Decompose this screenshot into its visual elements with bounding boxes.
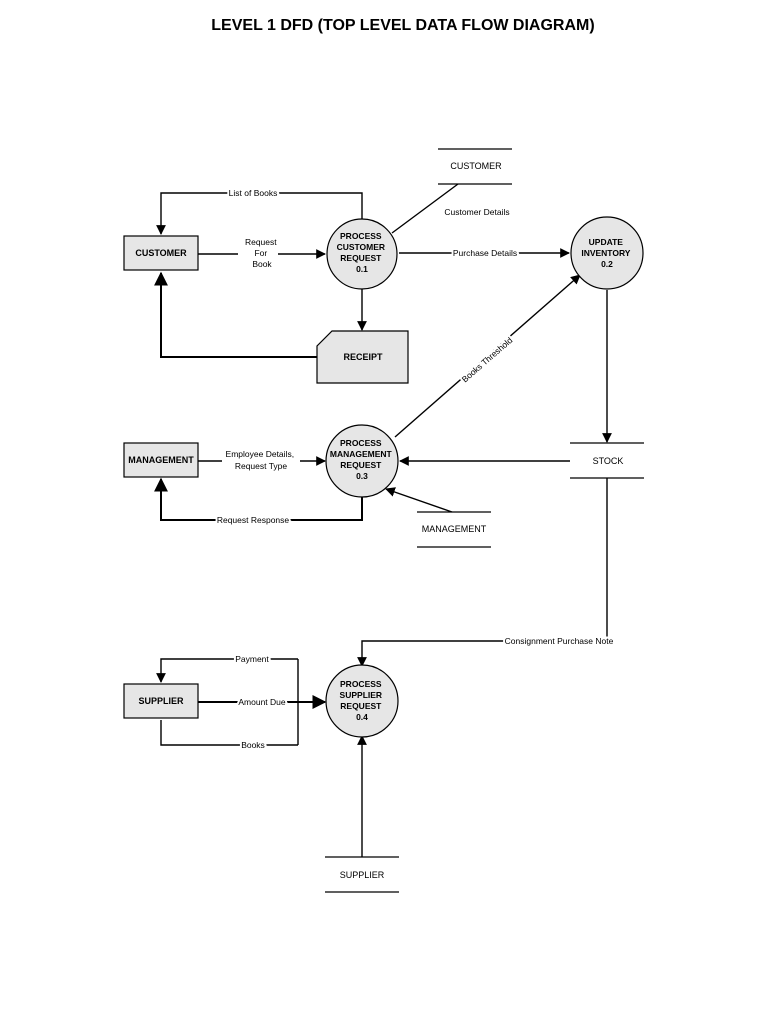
label-employee-details: Employee Details, Request Type xyxy=(226,449,297,471)
entity-management: MANAGEMENT xyxy=(123,442,199,478)
flow-request-response xyxy=(154,477,363,521)
store-management: MANAGEMENT xyxy=(417,511,491,548)
svg-text:RECEIPT: RECEIPT xyxy=(343,352,383,362)
flow-receipt-to-customer xyxy=(154,271,318,358)
flow-payment xyxy=(156,658,298,683)
svg-text:CUSTOMER: CUSTOMER xyxy=(135,248,187,258)
label-consignment-purchase-note: Consignment Purchase Note xyxy=(505,636,614,646)
document-receipt: RECEIPT xyxy=(316,330,409,384)
flow-books-threshold xyxy=(394,274,581,438)
label-books: Books xyxy=(241,740,265,750)
store-stock: STOCK xyxy=(570,442,644,479)
svg-text:UPDATE INVENTORY 0: UPDATE INVENTORY 0.2 xyxy=(581,237,632,269)
svg-text:MANAGEMENT: MANAGEMENT xyxy=(128,455,194,465)
process-management-request: PROCESS MANAGEMENT REQUEST 0.3 xyxy=(325,424,399,498)
flow-books xyxy=(160,720,298,746)
flow-customer-details xyxy=(391,183,459,234)
label-amount-due: Amount Due xyxy=(238,697,286,707)
svg-text:STOCK: STOCK xyxy=(593,456,624,466)
process-supplier-request: PROCESS SUPPLIER REQUEST 0.4 xyxy=(325,664,399,738)
store-supplier: SUPPLIER xyxy=(325,856,399,893)
label-list-of-books: List of Books xyxy=(229,188,278,198)
label-request-response: Request Response xyxy=(217,515,290,525)
flow-consignment-purchase-note xyxy=(357,478,608,667)
label-purchase-details: Purchase Details xyxy=(453,248,517,258)
process-update-inventory: UPDATE INVENTORY 0.2 xyxy=(570,216,644,290)
svg-text:SUPPLIER: SUPPLIER xyxy=(340,870,385,880)
label-books-threshold: Books Threshold xyxy=(460,335,515,384)
entity-supplier: SUPPLIER xyxy=(123,683,199,719)
flow-list-of-books xyxy=(156,192,363,235)
svg-text:PROCESS CUSTOMER R: PROCESS CUSTOMER REQUEST 0.1 xyxy=(337,231,388,274)
svg-text:PROCESS MANAGEMENT: PROCESS MANAGEMENT REQUEST 0.3 xyxy=(330,438,394,481)
svg-text:MANAGEMENT: MANAGEMENT xyxy=(422,524,487,534)
label-payment: Payment xyxy=(235,654,269,664)
flow-management-store xyxy=(385,487,453,513)
svg-text:PROCESS SUPPLIER R: PROCESS SUPPLIER REQUEST 0.4 xyxy=(340,679,385,722)
process-customer-request: PROCESS CUSTOMER REQUEST 0.1 xyxy=(326,218,398,290)
label-customer-details: Customer Details xyxy=(444,207,509,217)
label-request-for-book: Request For Book xyxy=(245,237,279,269)
svg-text:SUPPLIER: SUPPLIER xyxy=(138,696,184,706)
diagram-title: LEVEL 1 DFD (TOP LEVEL DATA FLOW DIAGRAM… xyxy=(211,17,594,34)
store-customer: CUSTOMER xyxy=(438,148,512,185)
svg-text:CUSTOMER: CUSTOMER xyxy=(450,161,502,171)
entity-customer: CUSTOMER xyxy=(123,235,199,271)
